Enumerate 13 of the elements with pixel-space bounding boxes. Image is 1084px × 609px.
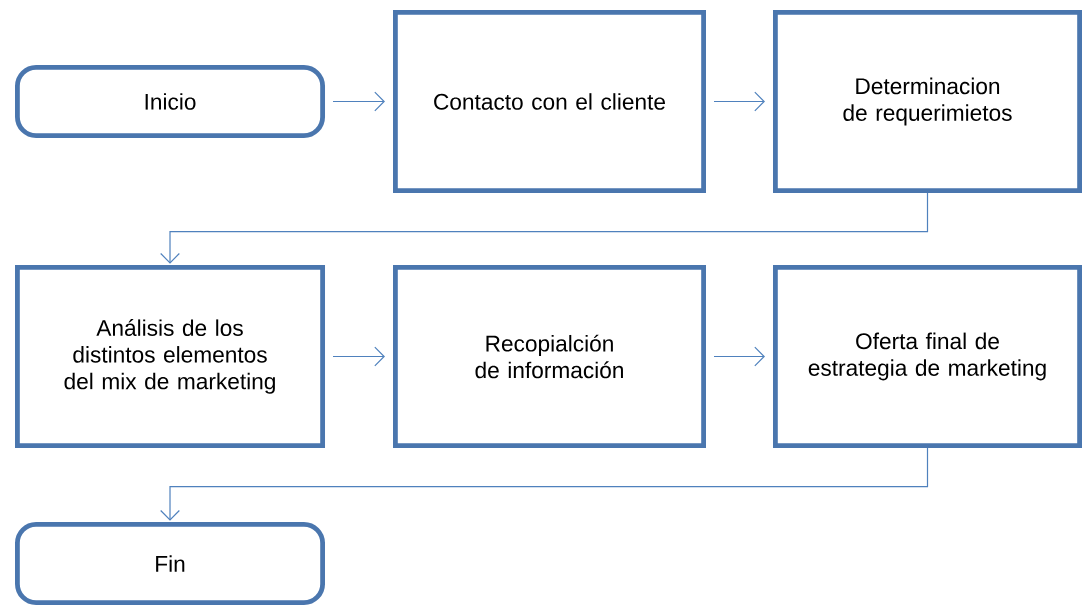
rounded-box: Inicio: [15, 65, 325, 138]
arrow: [332, 91, 385, 112]
arrow: [160, 192, 929, 264]
arrow: [713, 346, 765, 367]
rounded-box: Fin: [15, 522, 325, 605]
process-box: Contacto con el cliente: [393, 10, 706, 193]
arrow: [160, 447, 929, 521]
process-box: Recopialción de información: [393, 265, 706, 448]
arrow: [713, 91, 765, 112]
process-box: Análisis de los distintos elementos del mix de marketing: [15, 265, 325, 448]
process-box: Oferta final de estrategia de marketing: [773, 265, 1082, 448]
process-box: Determinacion de requerimietos: [773, 10, 1082, 193]
arrow: [332, 346, 385, 367]
